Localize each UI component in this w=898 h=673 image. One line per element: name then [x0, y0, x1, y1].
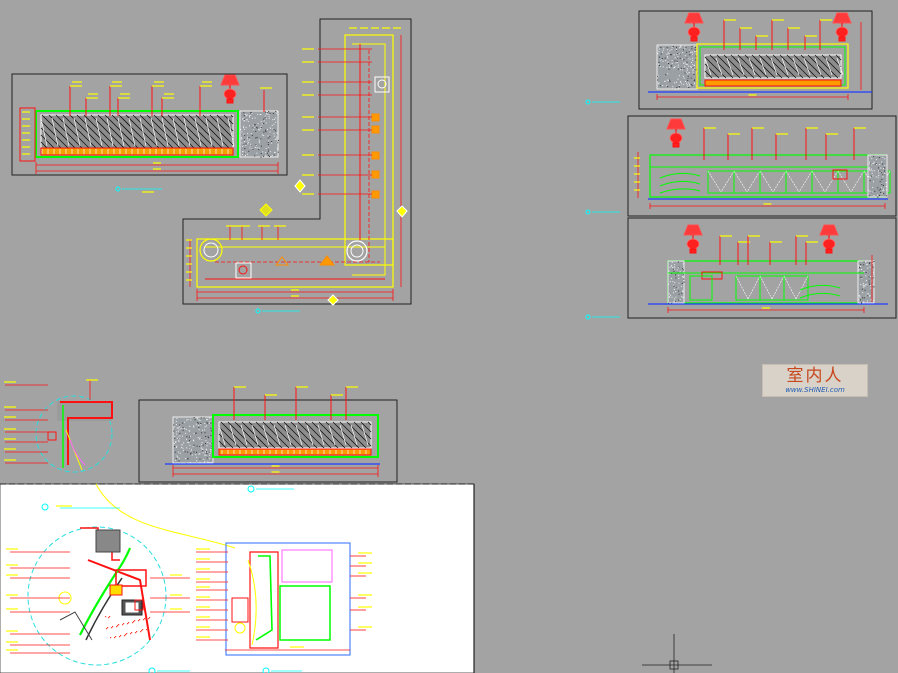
frame-elevation-b [638, 10, 873, 110]
watermark-title: 室内人 [786, 366, 844, 386]
elevation-left [19, 74, 279, 193]
frame-elevation-c [627, 115, 897, 217]
frame-elevation-a [11, 73, 288, 176]
watermark-url: www.SHINEI.com [785, 386, 845, 394]
frame-detail-sheet [0, 483, 475, 673]
drawing-frames [0, 10, 897, 673]
site-watermark: 室内人 www.SHINEI.com [762, 364, 868, 397]
elevations-right [585, 12, 891, 320]
frame-elevation-d [627, 217, 897, 319]
counter-plan-view [186, 27, 408, 314]
frame-elevation-e [138, 399, 398, 483]
detail-section-views [4, 379, 712, 673]
